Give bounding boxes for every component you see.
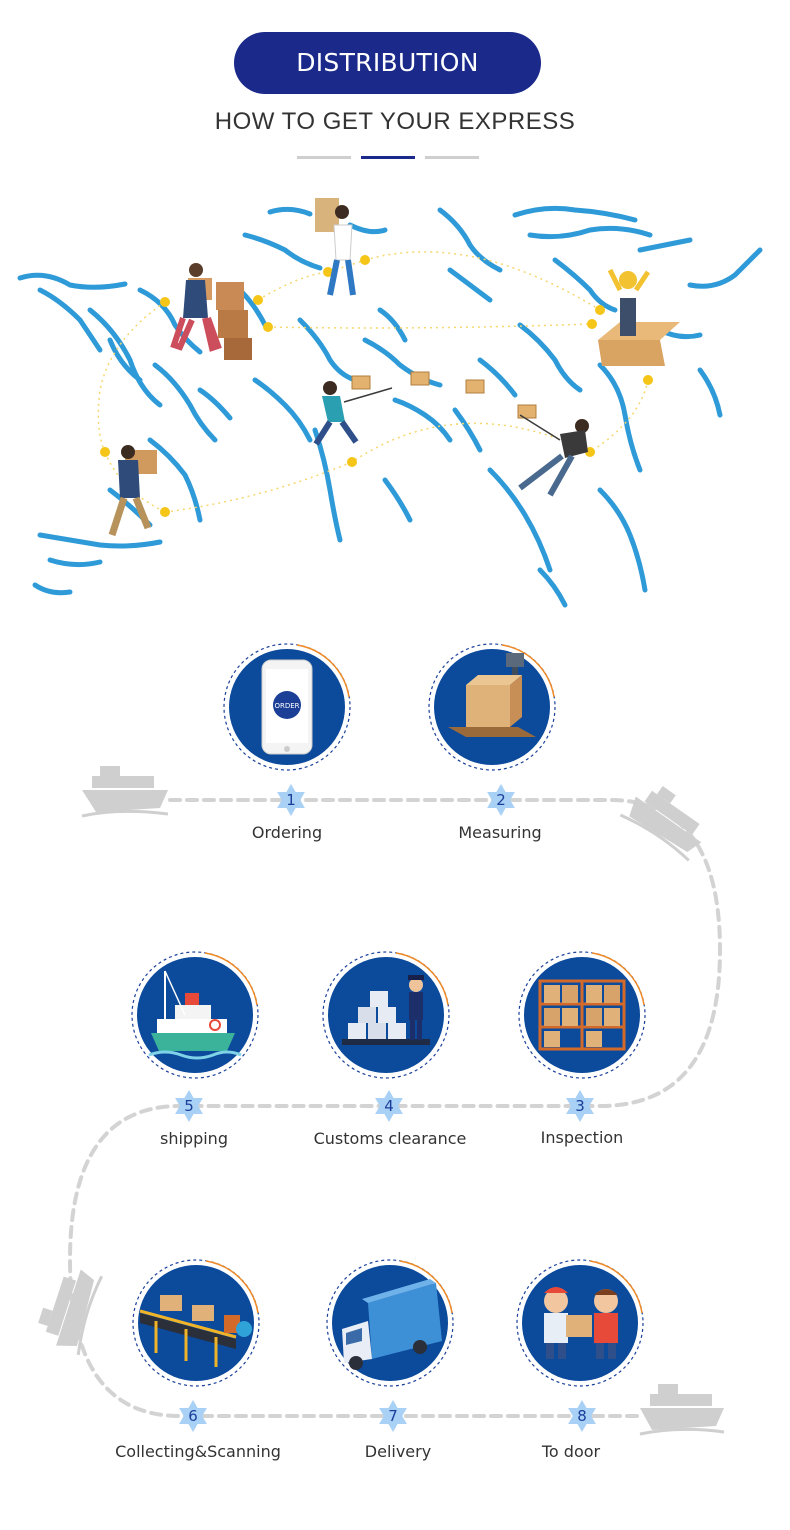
svg-text:4: 4 [384, 1097, 394, 1115]
divider-center [361, 156, 415, 159]
step-8-badge [516, 1259, 644, 1387]
svg-text:6: 6 [188, 1407, 198, 1425]
divider-right [425, 156, 479, 159]
cargo-ship-icon [38, 1269, 104, 1356]
svg-text:8: 8 [577, 1407, 587, 1425]
customs-officer-icon [342, 975, 430, 1045]
step-2-badge [428, 643, 556, 771]
svg-text:1: 1 [286, 791, 296, 809]
step-4-badge [322, 951, 450, 1079]
process-flow: ORDER [38, 643, 725, 1436]
map-coastlines [17, 205, 763, 608]
svg-text:3: 3 [575, 1097, 585, 1115]
weighing-scale-icon [448, 653, 536, 737]
step-2-label: Measuring [458, 823, 542, 842]
warehouse-shelves-icon [538, 979, 626, 1051]
step-2-marker: 2 [487, 784, 515, 816]
step-3-badge [518, 951, 646, 1079]
step-5-label: shipping [160, 1129, 228, 1148]
svg-text:5: 5 [184, 1097, 194, 1115]
conveyor-belt-icon [139, 1295, 252, 1367]
step-1-marker: 1 [277, 784, 305, 816]
step-8-marker: 8 [568, 1400, 596, 1432]
order-badge-text: ORDER [274, 702, 299, 710]
step-4-marker: 4 [375, 1090, 403, 1122]
cargo-ship-icon [148, 970, 242, 1060]
courier-with-boxes-icon [170, 263, 252, 360]
step-6-label: Collecting&Scanning [115, 1442, 281, 1461]
route-stops [100, 255, 653, 517]
person-pulling-rope-left-icon [313, 381, 393, 446]
page-title: DISTRIBUTION PROCESS [296, 48, 479, 139]
cargo-ship-icon [619, 786, 702, 862]
step-8-label: To door [541, 1442, 601, 1461]
person-in-box-icon [598, 268, 680, 366]
package-handover-icon [544, 1287, 618, 1359]
step-6-badge [132, 1259, 260, 1387]
courier-carrying-box-icon [108, 445, 157, 537]
step-3-marker: 3 [566, 1090, 594, 1122]
step-7-badge [326, 1259, 454, 1387]
svg-text:2: 2 [496, 791, 506, 809]
step-7-marker: 7 [379, 1400, 407, 1432]
page-subtitle: HOW TO GET YOUR EXPRESS [214, 108, 576, 135]
divider-left [297, 156, 351, 159]
step-7-label: Delivery [364, 1442, 432, 1461]
step-3-label: Inspection [540, 1128, 624, 1147]
step-4-label: Customs clearance [313, 1129, 467, 1148]
world-map-illustration [17, 198, 763, 608]
title-banner [234, 32, 541, 94]
courier-lifting-box-icon [315, 198, 356, 296]
svg-text:7: 7 [388, 1407, 398, 1425]
step-5-badge [131, 951, 259, 1079]
step-6-marker: 6 [179, 1400, 207, 1432]
step-1-badge: ORDER [223, 643, 351, 771]
step-1-label: Ordering [251, 823, 323, 842]
person-pulling-rope-right-icon [518, 414, 589, 497]
cargo-ship-icon [81, 766, 169, 818]
phone-order-icon: ORDER [261, 659, 313, 755]
delivery-truck-icon [342, 1279, 442, 1370]
step-5-marker: 5 [175, 1090, 203, 1122]
parcels [351, 371, 537, 419]
route-lines [97, 251, 649, 513]
cargo-ship-icon [639, 1384, 725, 1436]
